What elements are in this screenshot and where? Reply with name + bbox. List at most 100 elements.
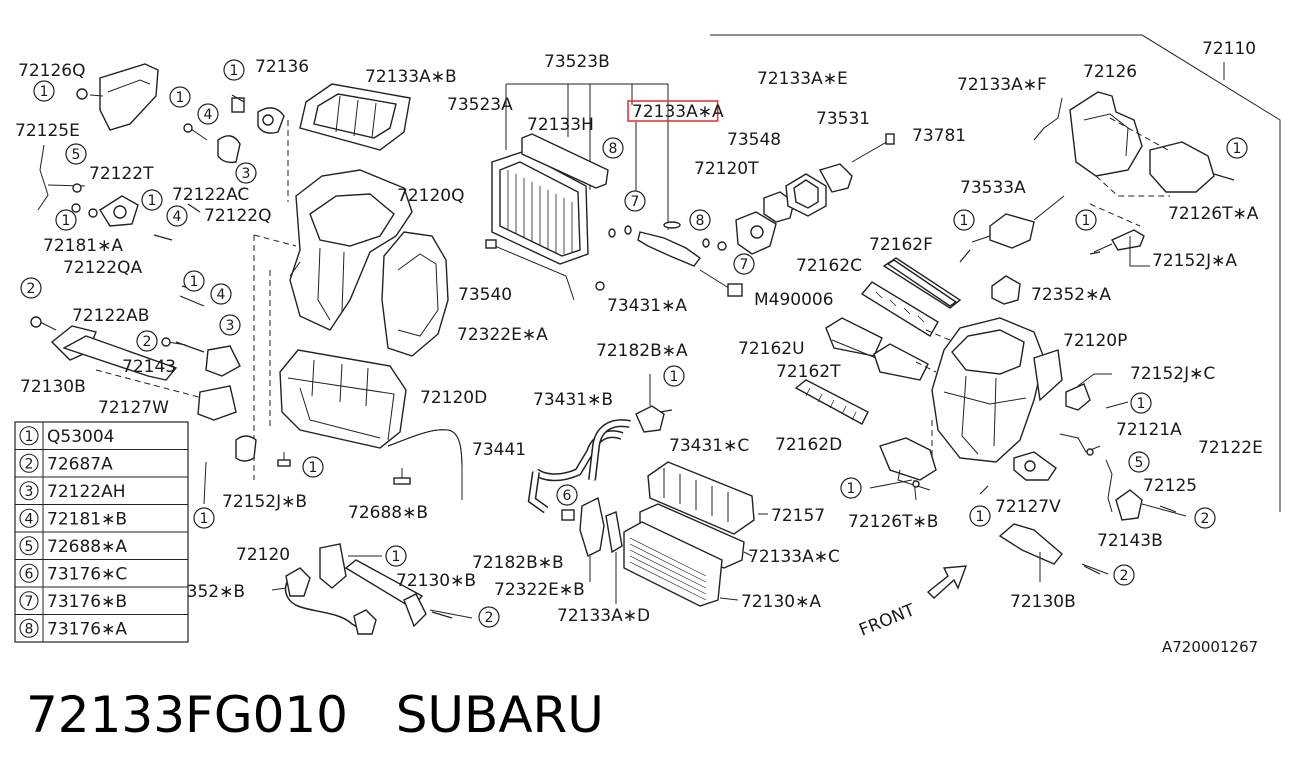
part-label: 72182B∗B xyxy=(472,553,564,573)
callout-number: 1 xyxy=(200,511,209,527)
legend-code: 72122AH xyxy=(47,482,126,502)
callout-2: 2 xyxy=(1194,507,1216,529)
legend-circle xyxy=(19,618,39,638)
part-label: 72688∗B xyxy=(348,503,428,523)
legend-number: 3 xyxy=(25,484,34,500)
callout-circle xyxy=(556,484,578,506)
callout-circle xyxy=(689,209,711,231)
callout-number: 1 xyxy=(1137,396,1146,412)
callout-number: 3 xyxy=(226,318,235,334)
callout-circle xyxy=(1128,451,1150,473)
part-label: 72120T xyxy=(694,159,759,179)
callout-circle xyxy=(953,209,975,231)
callout-circle xyxy=(219,314,241,336)
part-label: 72143B xyxy=(1097,531,1163,551)
callout-number: 1 xyxy=(960,213,969,229)
callout-1: 1 xyxy=(193,507,215,529)
legend-number: 1 xyxy=(25,429,34,445)
legend-code: 72688∗A xyxy=(47,537,127,557)
callout-1: 1 xyxy=(55,209,77,231)
legend-number: 6 xyxy=(25,566,34,582)
callout-1: 1 xyxy=(223,59,245,81)
part-label: 73431∗A xyxy=(607,296,687,316)
part-label: 72130∗A xyxy=(741,592,821,612)
callout-number: 1 xyxy=(1082,213,1091,229)
callout-circle xyxy=(1194,507,1216,529)
callout-number: 1 xyxy=(976,509,985,525)
callout-number: 3 xyxy=(242,166,251,182)
callout-5: 5 xyxy=(65,143,87,165)
part-label: 73523B xyxy=(544,52,610,72)
part-label: 72182B∗A xyxy=(596,341,688,361)
callout-7: 7 xyxy=(733,253,755,275)
callout-number: 1 xyxy=(148,193,157,209)
legend-number: 4 xyxy=(25,511,34,527)
callout-1: 1 xyxy=(969,505,991,527)
legend-code: 72181∗B xyxy=(47,509,127,529)
legend-code: 73176∗C xyxy=(47,564,127,584)
callout-circle xyxy=(55,209,77,231)
part-label: 72120Q xyxy=(397,186,464,206)
callout-circle xyxy=(183,270,205,292)
callout-1: 1 xyxy=(141,189,163,211)
callout-5: 5 xyxy=(1128,451,1150,473)
part-label: 73523A xyxy=(447,95,513,115)
part-label: 73548 xyxy=(727,130,781,150)
callout-number: 1 xyxy=(62,213,71,229)
legend-number: 5 xyxy=(25,539,34,555)
callout-number: 7 xyxy=(740,257,749,273)
highlight-layer xyxy=(627,100,719,122)
callout-number: 4 xyxy=(173,209,182,225)
legend-circle xyxy=(19,563,39,583)
part-label: 72125 xyxy=(1143,476,1197,496)
part-label: 72143 xyxy=(122,357,176,377)
part-label: 72162U xyxy=(738,339,805,359)
legend-number: 2 xyxy=(25,456,34,472)
callout-3: 3 xyxy=(219,314,241,336)
part-label: 73431∗C xyxy=(669,436,749,456)
callout-2: 2 xyxy=(1113,564,1135,586)
callout-1: 1 xyxy=(183,270,205,292)
callout-number: 5 xyxy=(72,147,81,163)
callout-number: 1 xyxy=(392,549,401,565)
callout-number: 1 xyxy=(847,481,856,497)
callout-circle xyxy=(1075,209,1097,231)
footer-part-number: 72133FG010 xyxy=(26,686,348,744)
callout-circle xyxy=(65,143,87,165)
part-label: 72352∗A xyxy=(1031,285,1111,305)
part-label: 73531 xyxy=(816,109,870,129)
legend-code: 73176∗A xyxy=(47,619,127,639)
callout-circle xyxy=(235,162,257,184)
part-label: 72122AB xyxy=(72,306,149,326)
callout-2: 2 xyxy=(478,606,500,628)
callout-number: 1 xyxy=(670,369,679,385)
callout-1: 1 xyxy=(953,209,975,231)
callout-number: 2 xyxy=(485,610,494,626)
callout-number: 7 xyxy=(631,194,640,210)
legend-circle xyxy=(19,453,39,473)
callout-circle xyxy=(223,59,245,81)
part-label: 72162T xyxy=(776,362,841,382)
part-label: 72122AC xyxy=(172,185,249,205)
callout-circle xyxy=(602,137,624,159)
callout-number: 8 xyxy=(696,213,705,229)
part-label: 72122E xyxy=(1198,438,1263,458)
part-label: 72162F xyxy=(869,235,933,255)
part-label: 72181∗A xyxy=(43,236,123,256)
callout-circle xyxy=(193,507,215,529)
callout-2: 2 xyxy=(136,330,158,352)
legend-code: 72687A xyxy=(47,454,113,474)
callout-8: 8 xyxy=(689,209,711,231)
part-label: 72126 xyxy=(1083,62,1137,82)
part-label: 73431∗B xyxy=(533,390,613,410)
callout-1: 1 xyxy=(302,456,324,478)
callout-circle xyxy=(733,253,755,275)
part-label: M490006 xyxy=(754,290,834,310)
part-label: 72157 xyxy=(771,506,825,526)
legend-number: 7 xyxy=(25,594,34,610)
part-label: 72133A∗D xyxy=(557,606,650,626)
part-label: 72120D xyxy=(420,388,487,408)
callout-4: 4 xyxy=(166,205,188,227)
callout-number: 1 xyxy=(40,84,49,100)
